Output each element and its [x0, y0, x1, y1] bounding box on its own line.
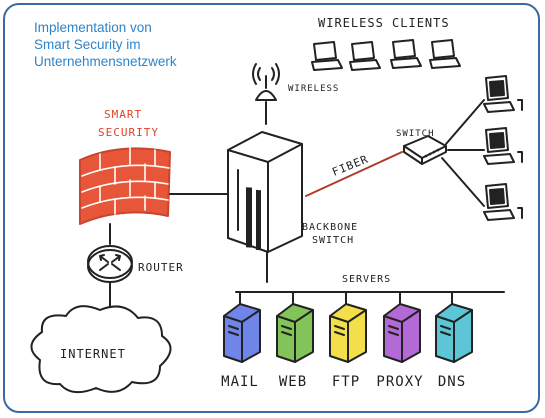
switch-label: SWITCH [396, 129, 435, 139]
router-label: ROUTER [138, 261, 184, 274]
laptop-icon [349, 41, 381, 71]
security-label: SECURITY [98, 126, 159, 139]
server-group: MAIL WEB FTP PROXY DNS [221, 291, 473, 390]
cloud-icon [30, 305, 172, 394]
title-line-1: Implementation von [34, 20, 152, 35]
workstation-icon [483, 127, 523, 165]
laptop-icon [390, 39, 422, 69]
antenna-icon [252, 63, 280, 125]
backbone-switch-icon [227, 131, 303, 253]
server-label: PROXY [376, 374, 423, 390]
title-line-2: Smart Security im [34, 37, 141, 52]
server-label: MAIL [221, 374, 259, 390]
workstation-icon [483, 183, 523, 221]
laptop-icon [311, 41, 343, 71]
switch-icon [403, 135, 447, 165]
server-label: FTP [332, 374, 360, 390]
server-icon [435, 291, 473, 363]
title-line-3: Unternehmensnetzwerk [34, 54, 177, 69]
smart-label: SMART [104, 108, 142, 121]
server-icon [329, 291, 367, 363]
backbone-label: BACKBONE [302, 222, 358, 233]
wireless-clients-label: WIRELESS CLIENTS [318, 16, 450, 30]
servers-label: SERVERS [342, 274, 391, 285]
server-label: DNS [438, 374, 466, 390]
workstation-icon [483, 75, 523, 113]
wireless-label: WIRELESS [288, 84, 339, 94]
server-icon [276, 291, 314, 363]
diagram-title: Implementation von Smart Security im Unt… [34, 19, 254, 70]
server-label: WEB [279, 374, 307, 390]
internet-label: INTERNET [60, 347, 126, 361]
server-icon [383, 291, 421, 363]
router-icon [87, 245, 133, 283]
laptop-icon [429, 39, 461, 69]
backbone-switch-label: SWITCH [312, 235, 354, 246]
firewall-icon [79, 147, 171, 225]
server-icon [223, 291, 261, 363]
